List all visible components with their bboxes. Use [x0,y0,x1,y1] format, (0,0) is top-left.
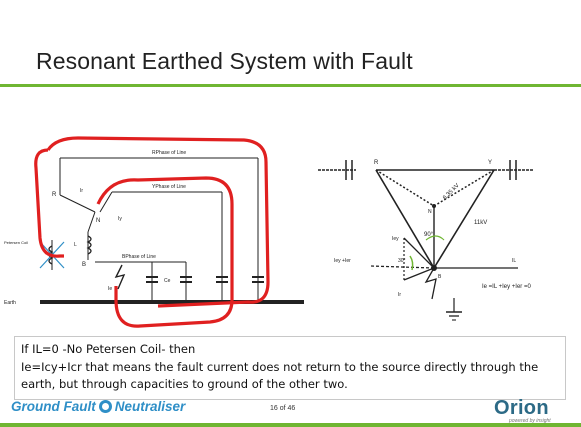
label-earth: Earth [4,300,16,306]
red-loop-inner [96,176,234,328]
phasor-node-r: R [374,160,379,166]
label-node-b: B [82,262,86,268]
title-divider [0,84,581,87]
label-b-phase: BPhase of Line [122,254,156,260]
globe-icon [98,400,112,413]
phasor-angle-90: 90° [424,232,434,238]
phasor-diagram [318,160,534,321]
label-current-ir: Ir [80,188,83,194]
note-line-3: earth, but through capacities to ground … [21,377,348,391]
phasor-equation: Ie =IL +Iey +Ier =0 [482,284,531,290]
label-current-ie: Ie [108,286,112,292]
phasor-voltage-label: 6.35 kV [442,183,461,202]
note-line-1: If IL=0 -No Petersen Coil- then [21,342,196,356]
red-loop-outer [34,136,270,308]
orion-logo: Orion [494,397,549,419]
label-coil: Petersen Coil [4,240,28,245]
node-b-dot [431,265,437,271]
label-current-l: L [74,242,77,248]
brand-left-text-2: Neutraliser [114,399,186,414]
footer-bar [0,423,581,427]
label-r-phase: RPhase of Line [152,150,186,156]
explanation-note: If IL=0 -No Petersen Coil- then Ie=Icy+I… [14,336,566,400]
phasor-current-sum: Iey +Ier [334,258,351,264]
label-node-n: N [96,218,100,224]
note-line-2: Ie=Icy+Icr that means the fault current … [21,359,539,374]
phasor-node-y: Y [488,160,492,166]
label-current-iy: Iy [118,216,122,222]
phasor-angle-30: 30° [398,258,406,264]
phasor-current-ir: Ir [398,292,401,298]
phasor-node-n: N [428,209,432,215]
brand-left-text: Ground Fault [11,399,96,414]
slide-title: Resonant Earthed System with Fault [36,48,413,74]
ground-fault-neutraliser-logo: Ground Fault Neutraliser [11,399,185,414]
left-circuit [39,157,264,300]
label-y-phase: YPhase of Line [152,184,186,190]
label-cap: Ce [164,278,171,284]
phasor-current-il: IL [512,258,516,264]
orion-tagline: powered by insight [509,418,551,424]
node-n-dot [432,204,436,208]
phasor-node-b: B [438,274,442,280]
phasor-current-iy: Iey [392,236,399,242]
earth-bar [40,300,304,304]
page-number: 16 of 46 [270,405,296,412]
label-node-r: R [52,192,57,198]
phasor-11kv-label: 11kV [474,220,487,226]
